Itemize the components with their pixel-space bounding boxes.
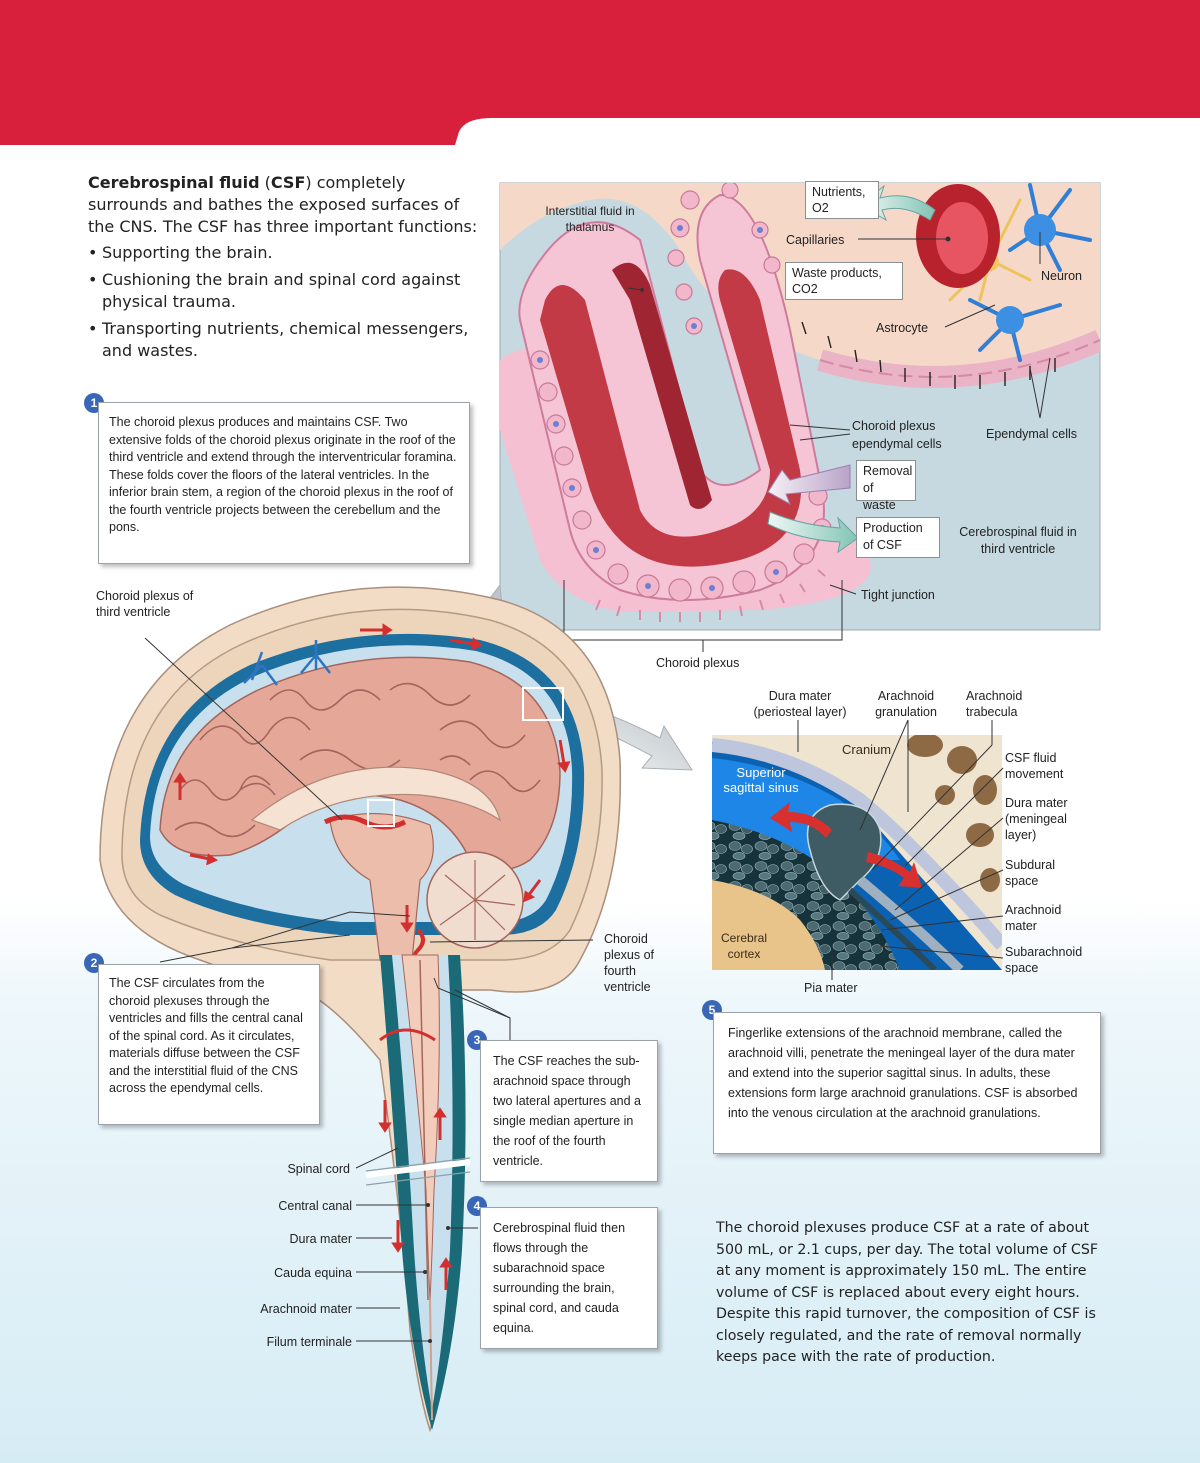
label-arachnoid-granulation: Arachnoid granulation — [875, 689, 937, 719]
intro-text: Cerebrospinal fluid (CSF) completely sur… — [88, 172, 488, 367]
o2-text: O2 — [812, 201, 829, 215]
step-3-text: The CSF reaches the sub-arachnoid space … — [480, 1040, 658, 1182]
label-arachnoid-mater-gran: Arachnoid mater — [1005, 903, 1062, 933]
label-neuron: Neuron — [1041, 269, 1082, 283]
label-waste-products: Waste products, CO2 — [785, 262, 903, 300]
zoom-box-granulation — [522, 687, 564, 721]
label-filum-terminale: Filum terminale — [266, 1335, 352, 1349]
label-cauda-equina: Cauda equina — [274, 1266, 352, 1280]
label-choroid-third: Choroid plexus of third ventricle — [96, 589, 194, 619]
intro-abbr: CSF — [270, 173, 306, 192]
production-arrow — [767, 511, 859, 554]
choroid-plexus-panel — [499, 182, 1101, 652]
co2-text: CO2 — [792, 282, 818, 296]
label-arachnoid-mater: Arachnoid mater — [260, 1302, 352, 1316]
step-1-text: The choroid plexus produces and maintain… — [98, 402, 470, 564]
function-item: Cushioning the brain and spinal cord aga… — [88, 269, 488, 313]
intro-sentence: completely surrounds and bathes the expo… — [88, 173, 478, 236]
label-cranium: Cranium — [842, 742, 892, 757]
label-capillaries: Capillaries — [786, 233, 845, 247]
label-interstitial: Interstitial fluid in thalamus — [545, 204, 635, 234]
function-item: Supporting the brain. — [88, 242, 488, 264]
waste-text: Waste products, — [792, 266, 882, 280]
label-nutrients: Nutrients, O2 — [805, 181, 879, 219]
label-csf-third: Cerebrospinal fluid in third ventricle — [959, 525, 1077, 556]
brain-sagittal-section — [99, 586, 622, 1433]
label-dura-mater: Dura mater — [289, 1232, 352, 1246]
label-dura-periosteal: Dura mater (periosteal layer) — [753, 689, 847, 719]
label-superior-sinus: Superior sagittal sinus — [723, 765, 799, 795]
label-arachnoid-trabecula: Arachnoid trabecula — [966, 689, 1023, 719]
step-5-text: Fingerlike extensions of the arachnoid m… — [713, 1012, 1101, 1154]
step-2-text: The CSF circulates from the choroid plex… — [98, 964, 320, 1125]
label-tight-junction: Tight junction — [861, 588, 935, 602]
label-production: Production of CSF — [856, 517, 940, 558]
label-spinal-cord: Spinal cord — [287, 1162, 350, 1176]
label-ependymal-cells: Ependymal cells — [986, 427, 1078, 441]
label-dura-meningeal: Dura mater (meningeal layer) — [1005, 796, 1068, 842]
label-subarachnoid: Subarachnoid space — [1005, 945, 1083, 975]
arachnoid-granulation-panel — [712, 719, 1004, 980]
label-removal: Removal of waste — [856, 460, 916, 512]
label-astrocyte: Astrocyte — [876, 321, 929, 335]
gyri — [174, 682, 541, 838]
zoom-box-choroid — [367, 799, 395, 827]
nutrients-text: Nutrients, — [812, 185, 866, 199]
header-banner — [0, 0, 1200, 145]
step-4-text: Cerebrospinal fluid then flows through t… — [480, 1207, 658, 1349]
label-choroid-plexus: Choroid plexus — [656, 656, 740, 670]
label-pia-mater: Pia mater — [804, 981, 858, 995]
label-choroid-ependymal: Choroid plexus ependymal cells — [852, 419, 942, 451]
closing-paragraph: The choroid plexuses produce CSF at a ra… — [716, 1220, 1098, 1365]
function-item: Transporting nutrients, chemical messeng… — [88, 318, 488, 362]
label-choroid-fourth: Choroid plexus of fourth ventricle — [604, 932, 655, 994]
label-central-canal: Central canal — [278, 1199, 352, 1213]
intro-term: Cerebrospinal fluid — [88, 173, 260, 192]
label-cerebral-cortex: Cerebral cortex — [720, 931, 768, 961]
spinal-cord — [365, 905, 471, 1430]
function-list: Supporting the brain. Cushioning the bra… — [88, 242, 488, 362]
label-subdural: Subdural space — [1005, 858, 1056, 888]
removal-arrow — [767, 464, 851, 506]
label-csf-movement: CSF fluid movement — [1005, 751, 1064, 781]
